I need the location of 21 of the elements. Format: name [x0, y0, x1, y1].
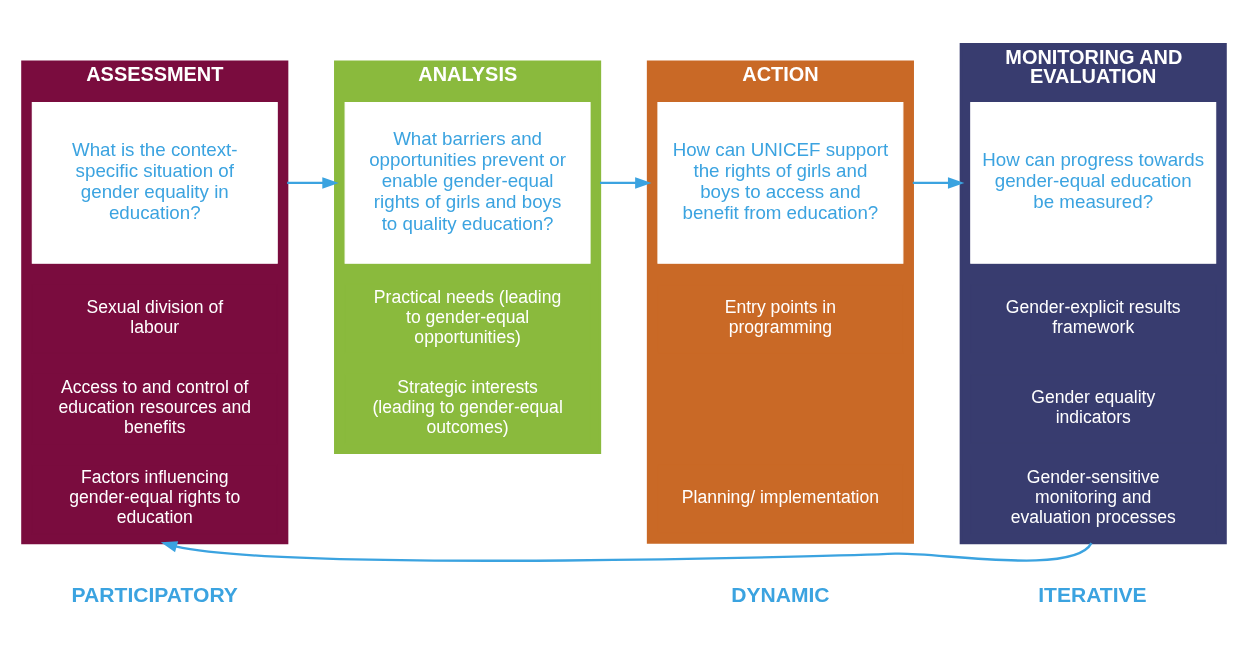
- node-text: Gender equality indicators: [1031, 386, 1156, 427]
- arrow: [912, 176, 965, 189]
- label: PARTICIPATORY: [71, 582, 238, 606]
- node-text: Planning/ implementation: [681, 486, 880, 507]
- node-box: What is the context-specific situation of gender equality in education?: [31, 101, 278, 264]
- node-text: Sexual division of labour: [86, 296, 224, 337]
- node-text: Factors influencing gender-equal rights to education: [69, 466, 241, 527]
- label: DYNAMIC: [731, 582, 830, 606]
- node-box: How can progress towards gender-equal education be measured?: [970, 101, 1217, 264]
- node-text: Strategic interests (leading to gender-equal outcomes): [372, 376, 563, 437]
- node-box: What barriers and opportunities prevent or enable gender-equal rights of girls and boys to quality education?: [344, 101, 591, 264]
- arrow: [287, 176, 339, 189]
- node-text: Access to and control of education resources and benefits: [58, 376, 251, 437]
- node-text: Gender-sensitive monitoring and evaluation processes: [1010, 466, 1176, 527]
- node-box: How can UNICEF support the rights of girls and boys to access and benefit from education?: [657, 101, 904, 264]
- label: ITERATIVE: [1038, 582, 1147, 606]
- node-text: Practical needs (leading to gender-equal opportunities): [373, 286, 562, 347]
- node-text: Gender-explicit results framework: [1005, 296, 1181, 337]
- arrow: [160, 540, 1093, 562]
- arrow: [600, 176, 652, 189]
- node-text: Entry points in programming: [724, 296, 837, 337]
